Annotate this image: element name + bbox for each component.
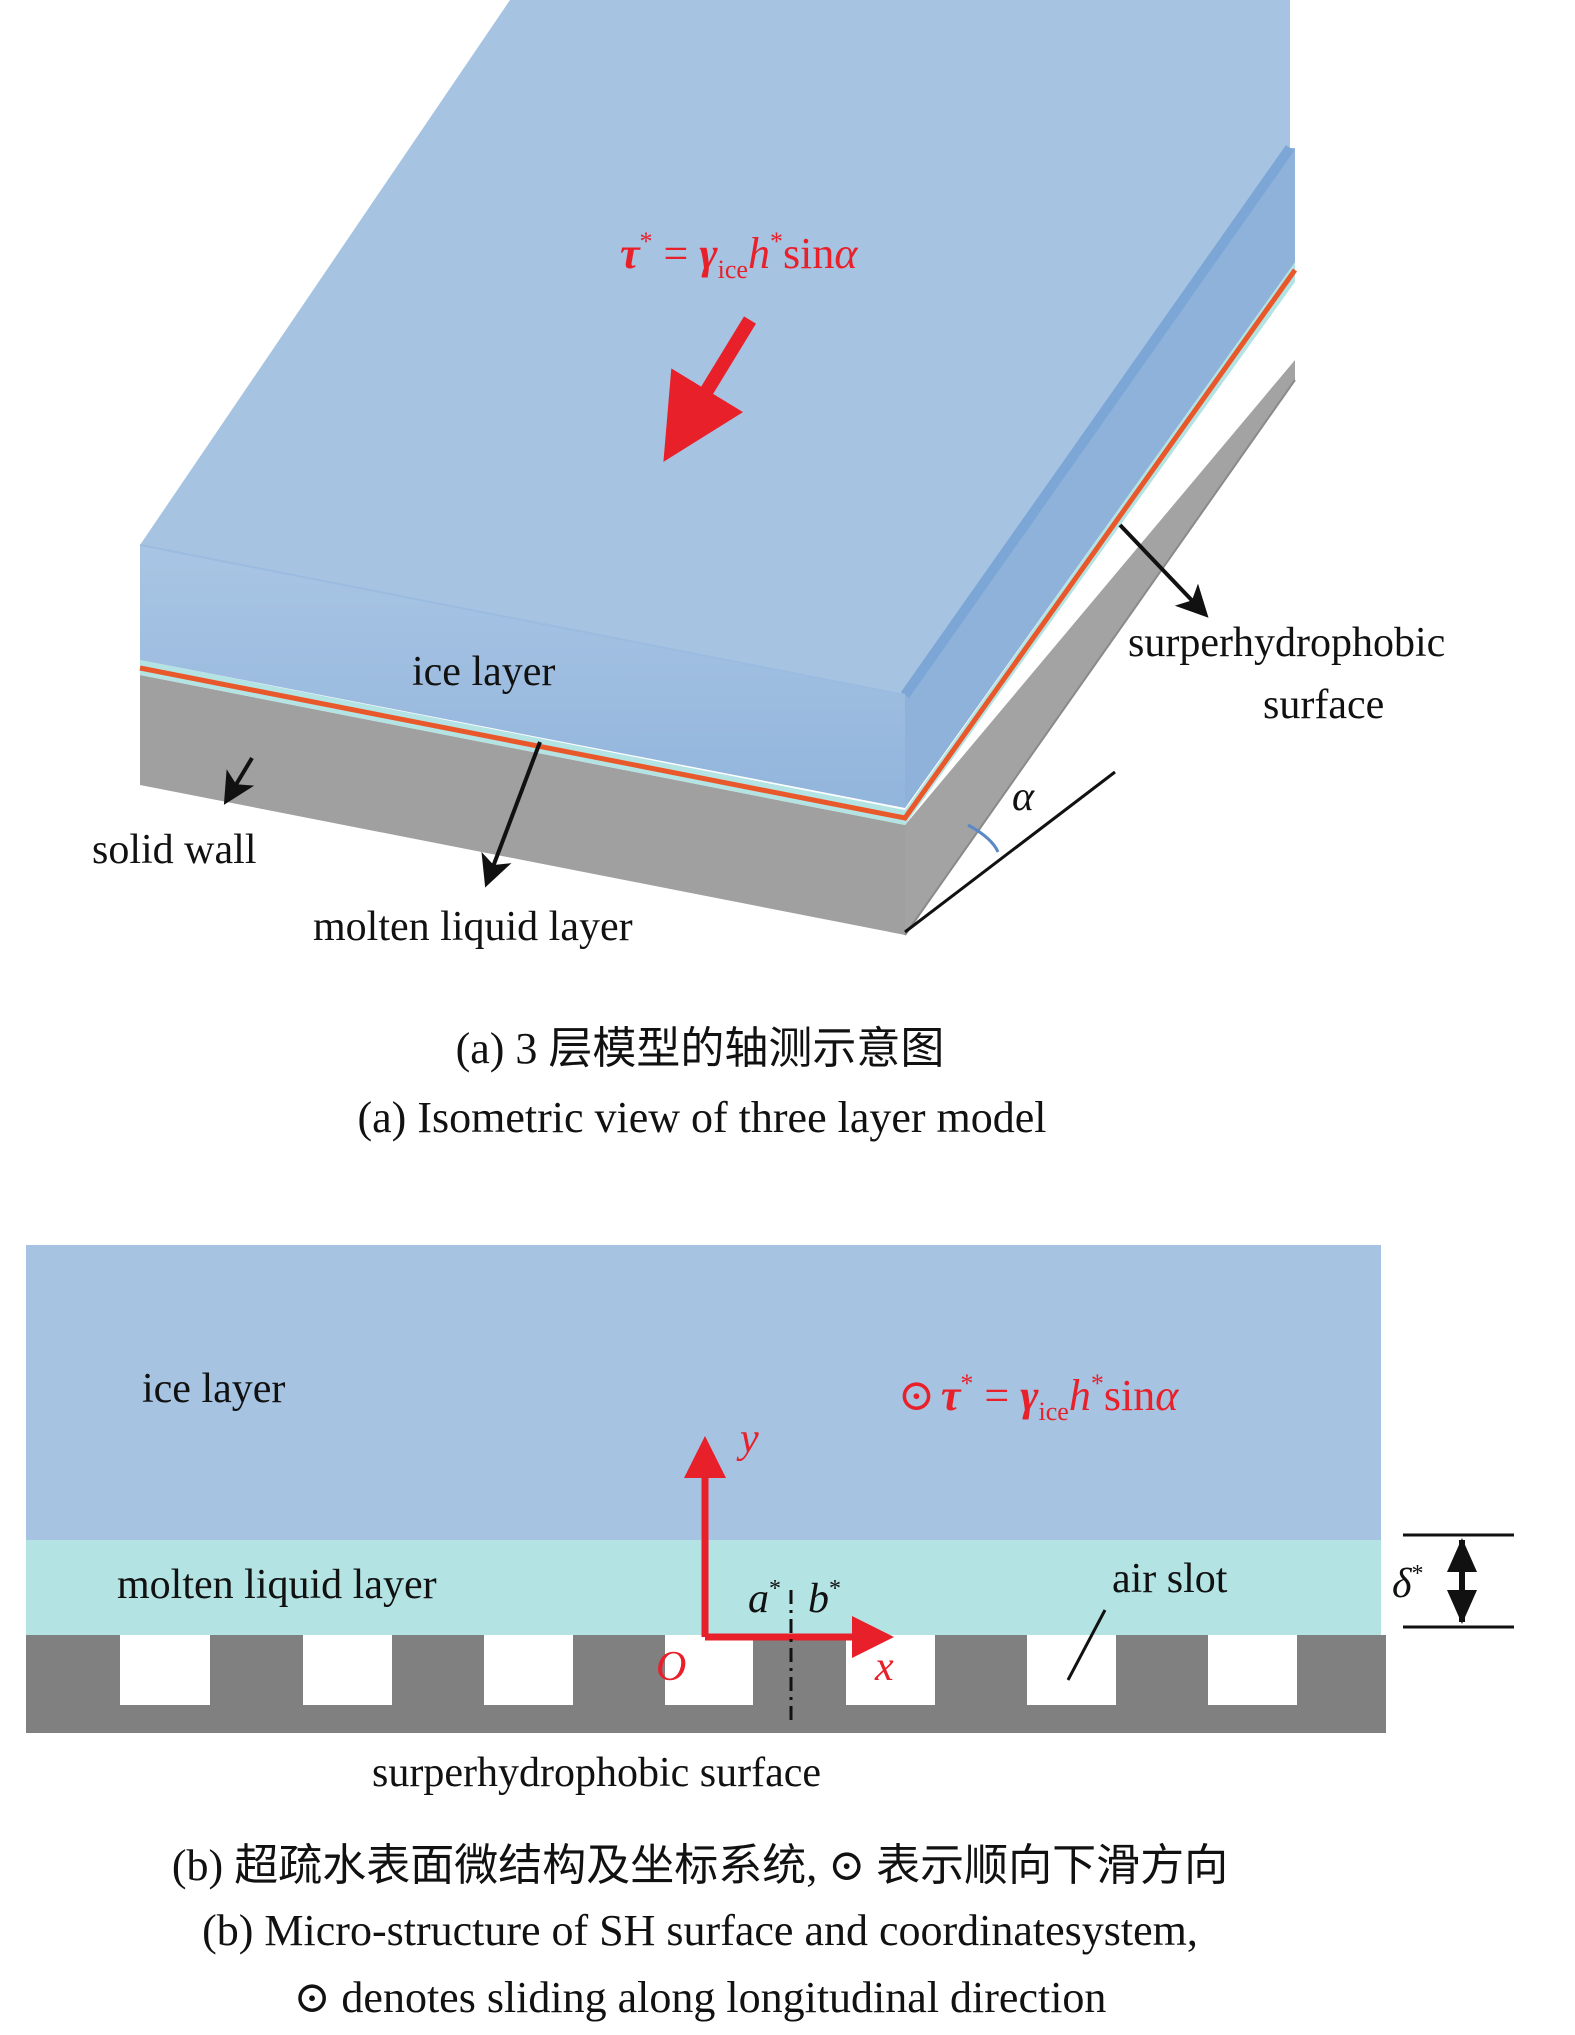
molten-liquid-pointer: [481, 741, 542, 888]
solid-wall-label: solid wall: [92, 827, 257, 873]
solid-wall-side: [905, 360, 1295, 935]
molten-liquid-label-a: molten liquid layer: [313, 904, 633, 950]
force-formula-b: ⊙τ* = γiceh*sinα: [898, 1369, 1179, 1426]
solid-wall-pointer: [223, 756, 255, 805]
air-slot-label: air slot: [1112, 1556, 1228, 1602]
delta-arrow-down: [1447, 1590, 1477, 1624]
delta-arrow-up: [1447, 1538, 1477, 1572]
sh-interface-line: [139, 268, 1298, 821]
force-formula-a: τ* = γiceh*sinα: [620, 227, 858, 284]
ice-front-edge: [139, 544, 906, 696]
b-star-label: b*: [808, 1576, 841, 1622]
y-axis-label: y: [736, 1416, 759, 1462]
x-axis-label: x: [874, 1644, 894, 1690]
air-slot-pointer: [1066, 1609, 1107, 1681]
panel-a-isometric: τ* = γiceh*sinα ice layer surperhydropho…: [92, 0, 1445, 1142]
sh-microstructure: [26, 1635, 1386, 1733]
ice-layer-label-b: ice layer: [142, 1366, 285, 1412]
origin-label: O: [656, 1644, 686, 1690]
molten-liquid-label-b: molten liquid layer: [117, 1562, 437, 1608]
sh-surface-label-line1: surperhydrophobic: [1128, 620, 1445, 666]
ice-layer-label-a: ice layer: [412, 649, 555, 695]
ice-side-face: [905, 148, 1295, 808]
ice-top-edge: [900, 145, 1295, 698]
force-arrow-a: [663, 316, 756, 462]
panel-b-cross-section: ice layer molten liquid layer ⊙τ* = γice…: [26, 1245, 1514, 2022]
ice-top-face: [140, 0, 1290, 695]
alpha-reference-line: [904, 770, 1116, 934]
delta-label: δ*: [1392, 1561, 1424, 1607]
caption-a-en: (a) Isometric view of three layer model: [357, 1093, 1046, 1142]
alpha-arc: [967, 823, 1000, 853]
solid-wall-edge: [904, 379, 1296, 936]
solid-wall-front: [140, 675, 905, 935]
caption-a-zh: (a) 3 层模型的轴测示意图: [456, 1024, 945, 1073]
sh-surface-label-b: surperhydrophobic surface: [372, 1750, 821, 1796]
alpha-label: α: [1012, 774, 1035, 820]
caption-b-en-line1: (b) Micro-structure of SH surface and co…: [202, 1906, 1198, 1955]
ice-front-face: [140, 545, 905, 808]
odot-symbol-b: ⊙: [898, 1371, 935, 1420]
sh-surface-label-line2: surface: [1263, 682, 1384, 728]
caption-b-zh: (b) 超疏水表面微结构及坐标系统, ⊙ 表示顺向下滑方向: [172, 1841, 1228, 1890]
sh-surface-pointer: [1118, 523, 1209, 618]
a-star-label: a*: [748, 1576, 781, 1622]
caption-b-en-line2: ⊙ denotes sliding along longitudinal dir…: [294, 1973, 1107, 2022]
